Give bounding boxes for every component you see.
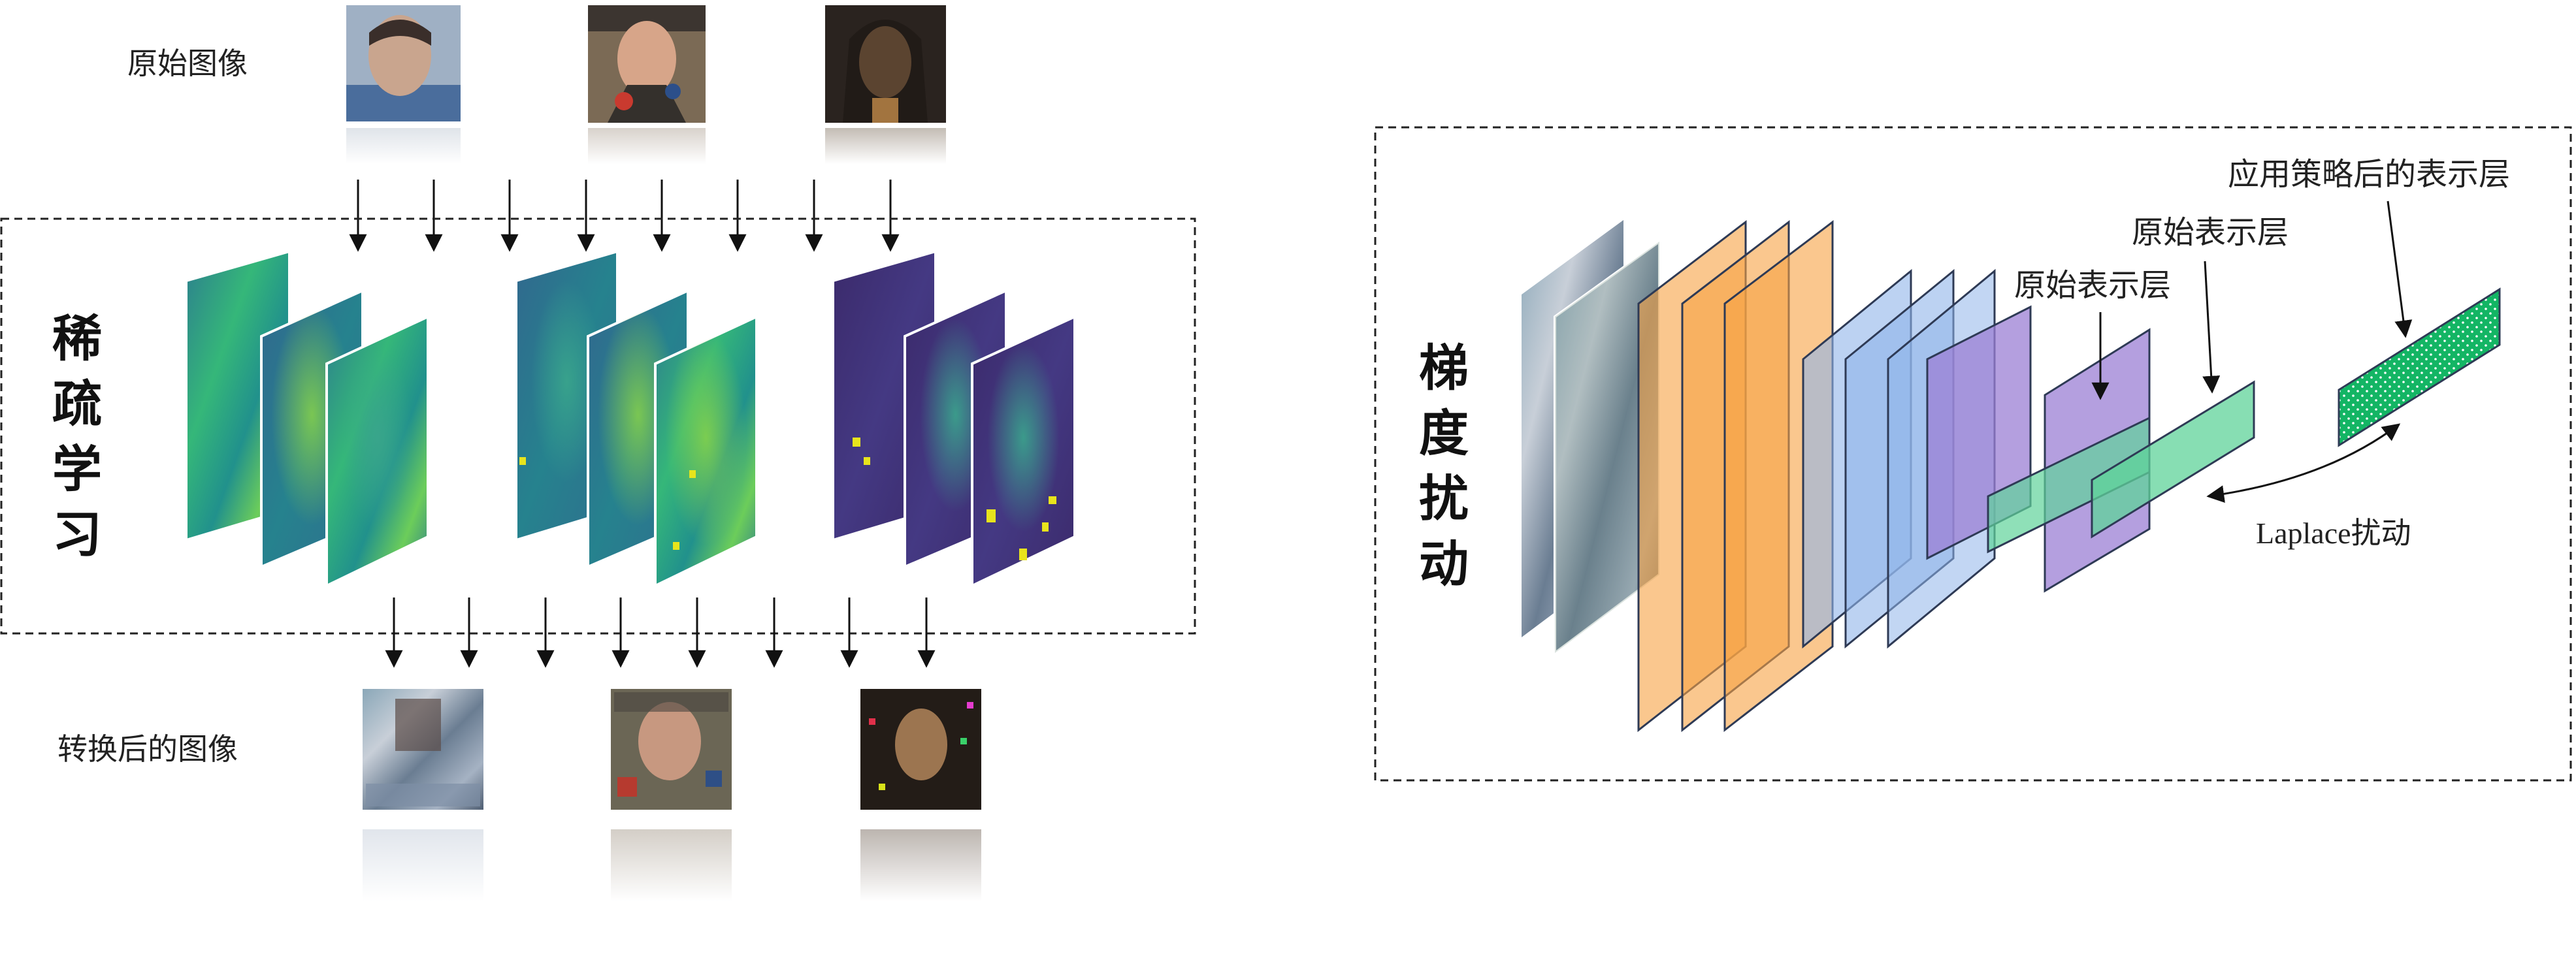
svg-text:稀: 稀 — [52, 310, 102, 368]
original-images-label: 原始图像 — [127, 47, 248, 80]
feature-map-stack-1 — [185, 249, 429, 588]
gradient-perturbation-box — [1374, 126, 2572, 782]
transformed-image-3 — [860, 689, 981, 901]
svg-text:学: 学 — [52, 440, 102, 498]
input-arrows — [349, 180, 900, 252]
sparse-learning-title: 稀 疏 学 习 — [52, 310, 102, 564]
feature-map-stack-3 — [832, 249, 1076, 588]
input-mosaic-layers — [1519, 215, 1661, 656]
svg-text:动: 动 — [1419, 535, 1469, 593]
laplace-label: Laplace扰动 — [2256, 517, 2411, 550]
sparse-learning-box — [0, 217, 1196, 635]
right-panel: 梯 度 扰 动 — [1374, 126, 2572, 782]
gradient-perturbation-title: 梯 度 扰 动 — [1419, 339, 1469, 593]
feature-map-stack-2 — [515, 249, 758, 588]
transformed-image-1 — [363, 689, 483, 901]
original-image-3 — [825, 5, 946, 164]
svg-text:疏: 疏 — [52, 375, 102, 433]
svg-text:度: 度 — [1419, 404, 1469, 462]
svg-text:梯: 梯 — [1419, 339, 1469, 397]
transformed-images-label: 转换后的图像 — [57, 733, 238, 766]
svg-text:扰: 扰 — [1419, 470, 1469, 528]
orig-repr-label-1: 原始表示层 — [2014, 268, 2171, 303]
original-image-1 — [346, 5, 461, 164]
label-arrows — [2091, 200, 2413, 400]
original-image-2 — [588, 5, 706, 164]
policy-representation-layer — [2338, 287, 2501, 447]
orig-repr-label-2: 原始表示层 — [2132, 215, 2289, 250]
left-panel: 原始图像 — [0, 5, 1196, 901]
output-arrows — [385, 598, 936, 668]
laplace-perturbation-arrow — [2206, 423, 2401, 503]
svg-text:习: 习 — [52, 505, 102, 564]
sparse-highlights — [519, 438, 1056, 560]
policy-repr-label: 应用策略后的表示层 — [2228, 157, 2510, 192]
transformed-image-2 — [611, 689, 732, 901]
